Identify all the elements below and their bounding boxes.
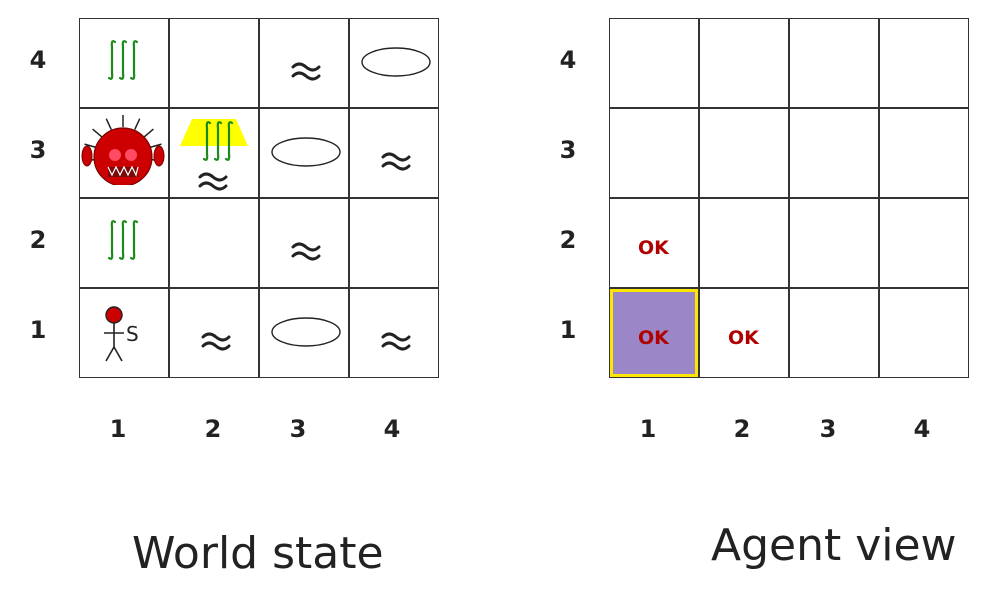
world-cell-2-1: [169, 288, 259, 378]
agent-cell-1-3: [609, 108, 699, 198]
world-cell-3-3: [259, 108, 349, 198]
ok-marker: OK: [638, 237, 669, 259]
agent-cell-1-4: [609, 18, 699, 108]
world-cell-1-2: [79, 198, 169, 288]
row-label: 2: [559, 226, 577, 254]
agent-cell-4-4: [879, 18, 969, 108]
row-label: 1: [29, 316, 47, 344]
agent-cell-3-4: [789, 18, 879, 108]
agent-cell-2-3: [699, 108, 789, 198]
ok-marker: OK: [638, 327, 669, 349]
world-caption: World state: [132, 528, 384, 579]
row-label: 4: [559, 46, 577, 74]
row-label: 1: [559, 316, 577, 344]
agent-cell-4-3: [879, 108, 969, 198]
world-cell-4-2: [349, 198, 439, 288]
agent-caption: Agent view: [711, 520, 957, 571]
world-cell-3-1: [259, 288, 349, 378]
col-label: 1: [639, 415, 657, 443]
world-cell-3-4: [259, 18, 349, 108]
world-cell-4-4: [349, 18, 439, 108]
agent-cell-4-2: [879, 198, 969, 288]
world-cell-4-1: [349, 288, 439, 378]
agent-cell-1-2: [609, 198, 699, 288]
world-cell-2-3: [169, 108, 259, 198]
agent-cell-3-2: [789, 198, 879, 288]
col-label: 2: [204, 415, 222, 443]
agent-cell-4-1: [879, 288, 969, 378]
row-label: 3: [29, 136, 47, 164]
world-cell-2-2: [169, 198, 259, 288]
current-cell-highlight: [610, 289, 698, 377]
ok-marker: OK: [728, 327, 759, 349]
world-cell-1-1: [79, 288, 169, 378]
row-label: 3: [559, 136, 577, 164]
agent-grid: OK OK OK: [609, 18, 969, 378]
row-label: 4: [29, 46, 47, 74]
col-label: 2: [733, 415, 751, 443]
row-label: 2: [29, 226, 47, 254]
agent-cell-2-4: [699, 18, 789, 108]
world-cell-3-2: [259, 198, 349, 288]
world-cell-1-3: [79, 108, 169, 198]
col-label: 4: [383, 415, 401, 443]
world-cell-1-4: [79, 18, 169, 108]
col-label: 3: [289, 415, 307, 443]
agent-cell-3-3: [789, 108, 879, 198]
agent-cell-2-2: [699, 198, 789, 288]
world-grid: S: [79, 18, 439, 378]
agent-cell-2-1: [699, 288, 789, 378]
col-label: 3: [819, 415, 837, 443]
col-label: 1: [109, 415, 127, 443]
agent-cell-3-1: [789, 288, 879, 378]
world-cell-2-4: [169, 18, 259, 108]
world-cell-4-3: [349, 108, 439, 198]
col-label: 4: [913, 415, 931, 443]
